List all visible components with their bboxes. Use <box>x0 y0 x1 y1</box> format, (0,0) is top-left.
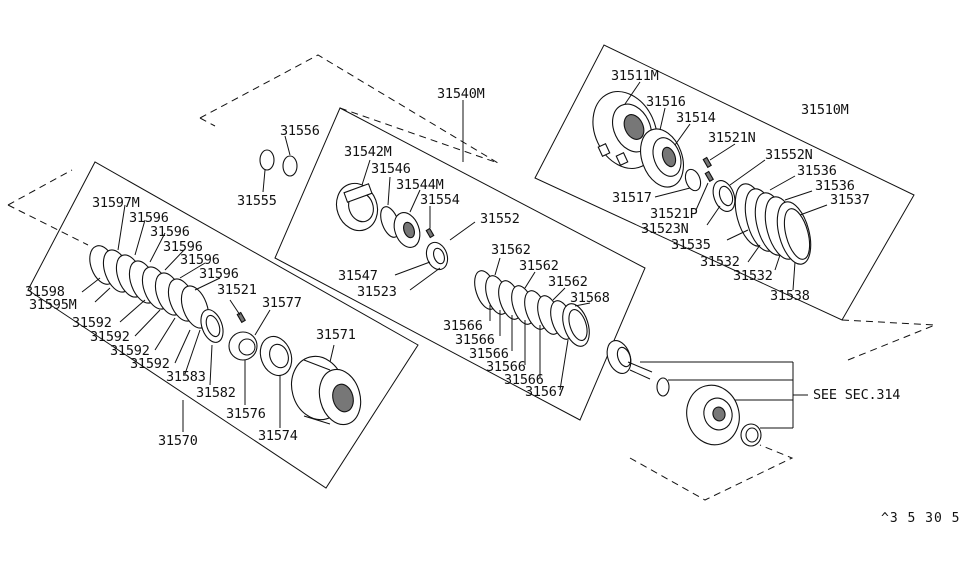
label-31562-b: 31562 <box>519 258 559 274</box>
label-31556: 31556 <box>280 123 320 139</box>
hub-31542M <box>335 182 379 232</box>
spring-31521P <box>704 170 714 183</box>
label-31536-a: 31536 <box>797 163 837 179</box>
label-31562-c: 31562 <box>548 274 588 290</box>
clutch-pack-31592 <box>89 245 210 329</box>
carrier <box>686 384 740 446</box>
label-31547: 31547 <box>338 268 378 284</box>
label-31576: 31576 <box>226 406 266 422</box>
label-31566-d: 31566 <box>486 359 526 375</box>
label-31521: 31521 <box>217 282 257 298</box>
label-31523N: 31523N <box>641 221 689 237</box>
label-31592-b: 31592 <box>90 329 130 345</box>
reference-code: ^3 5 30 5 <box>881 511 960 526</box>
label-31555: 31555 <box>237 193 277 209</box>
label-31562-a: 31562 <box>491 242 531 258</box>
label-31536-b: 31536 <box>815 178 855 194</box>
retainer-31544M <box>393 212 421 248</box>
label-31592-a: 31592 <box>72 315 112 331</box>
spring-31521 <box>236 311 246 324</box>
label-31510M: 31510M <box>801 102 849 118</box>
thrust-washer <box>740 423 762 447</box>
clutch-pack-31532 <box>734 183 812 265</box>
label-31596-e: 31596 <box>199 266 239 282</box>
label-31598: 31598 <box>25 284 65 300</box>
label-31517: 31517 <box>612 190 652 206</box>
label-31511M: 31511M <box>611 68 659 84</box>
label-31597M: 31597M <box>92 195 140 211</box>
label-31523: 31523 <box>357 284 397 300</box>
snap-ring-31556 <box>282 155 298 177</box>
frame-sec314 <box>629 444 794 501</box>
label-31537: 31537 <box>830 192 870 208</box>
label-31542M: 31542M <box>344 144 392 160</box>
label-31570: 31570 <box>158 433 198 449</box>
label-31595M: 31595M <box>29 297 77 313</box>
label-31532-a: 31532 <box>700 254 740 270</box>
retainer-31523 <box>425 241 449 271</box>
label-31552N: 31552N <box>765 147 813 163</box>
label-see-sec-314: SEE SEC.314 <box>813 387 900 403</box>
label-31566-b: 31566 <box>455 332 495 348</box>
ring-seal <box>656 377 670 397</box>
label-31592-c: 31592 <box>110 343 150 359</box>
snap-ring-31555 <box>259 149 275 171</box>
label-31552: 31552 <box>480 211 520 227</box>
label-31521N: 31521N <box>708 130 756 146</box>
label-31592-d: 31592 <box>130 356 170 372</box>
label-31566-e: 31566 <box>504 372 544 388</box>
label-31546: 31546 <box>371 161 411 177</box>
label-31540M: 31540M <box>437 86 485 102</box>
leader-lines <box>81 81 828 432</box>
label-31567: 31567 <box>525 384 565 400</box>
frame-31570 <box>7 161 419 489</box>
label-31514: 31514 <box>676 110 716 126</box>
label-31571: 31571 <box>316 327 356 343</box>
seal-31517 <box>684 168 702 192</box>
label-31535: 31535 <box>671 237 711 253</box>
retainer-31523N <box>712 180 736 212</box>
label-31568: 31568 <box>570 290 610 306</box>
label-31544M: 31544M <box>396 177 444 193</box>
plate-31582 <box>200 309 224 343</box>
part-labels: 31511M 31516 31514 31510M 31521N 31552N … <box>25 68 960 526</box>
gear-shaft <box>606 340 653 380</box>
label-31596-a: 31596 <box>129 210 169 226</box>
hub-31574 <box>259 335 293 377</box>
plate-31576 <box>228 331 258 361</box>
frame-31510M <box>534 44 936 361</box>
label-31577: 31577 <box>262 295 302 311</box>
label-31596-b: 31596 <box>150 224 190 240</box>
label-31582: 31582 <box>196 385 236 401</box>
label-31538: 31538 <box>770 288 810 304</box>
label-31596-c: 31596 <box>163 239 203 255</box>
label-31521P: 31521P <box>650 206 698 222</box>
spring-31554 <box>425 227 435 239</box>
frame-31540M <box>199 54 646 421</box>
label-31596-d: 31596 <box>180 252 220 268</box>
drum-31571 <box>291 355 362 426</box>
clutch-pack-31562 <box>474 270 590 347</box>
label-31532-b: 31532 <box>733 268 773 284</box>
label-31554: 31554 <box>420 192 460 208</box>
label-31566-a: 31566 <box>443 318 483 334</box>
label-31583: 31583 <box>166 369 206 385</box>
label-31574: 31574 <box>258 428 298 444</box>
piston-31516 <box>640 128 684 188</box>
spring-31521N <box>702 156 712 169</box>
label-31566-c: 31566 <box>469 346 509 362</box>
label-31516: 31516 <box>646 94 686 110</box>
